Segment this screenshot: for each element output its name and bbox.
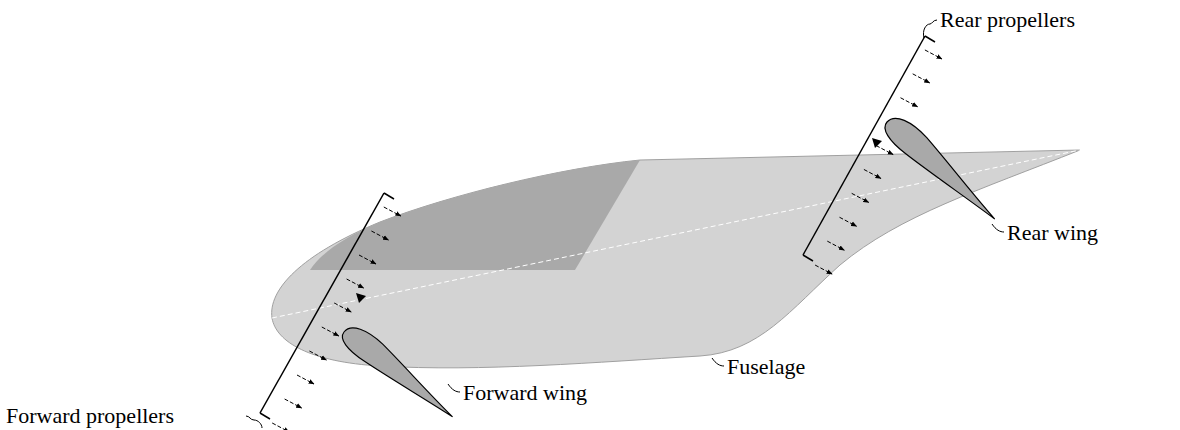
- thrust-arrow: [913, 74, 930, 83]
- thrust-arrow: [384, 207, 401, 216]
- thrust-arrow: [827, 241, 844, 250]
- leader-lines: [246, 20, 1004, 428]
- thrust-arrow: [309, 351, 326, 360]
- thrust-arrow: [359, 255, 376, 264]
- thrust-arrow: [334, 303, 351, 312]
- thrust-arrow: [322, 327, 339, 336]
- rear-wing: [879, 111, 1005, 228]
- part-label: Rear wing: [1007, 220, 1098, 246]
- forward-wing: [337, 320, 461, 425]
- thrust-arrow: [272, 423, 289, 430]
- thrust-arrow: [864, 169, 881, 178]
- thrust-arrows: [272, 207, 401, 430]
- thrust-arrow: [852, 193, 869, 202]
- thrust-arrow: [297, 375, 314, 384]
- fuselage-panel: [310, 160, 640, 270]
- part-label: Fuselage: [727, 354, 805, 380]
- part-label: Forward wing: [463, 380, 587, 406]
- centerline: [272, 150, 1080, 318]
- thrust-arrow: [347, 279, 364, 288]
- thrust-arrow: [371, 231, 388, 240]
- thrust-arrow: [285, 399, 302, 408]
- forward-propellers: [260, 193, 394, 419]
- part-label: Forward propellers: [6, 403, 174, 429]
- thrust-arrow: [925, 50, 942, 59]
- part-label: Rear propellers: [940, 7, 1075, 33]
- thrust-arrow: [815, 265, 832, 274]
- thrust-arrow: [840, 217, 857, 226]
- thrust-arrow: [901, 98, 918, 107]
- thrust-arrow: [876, 146, 893, 155]
